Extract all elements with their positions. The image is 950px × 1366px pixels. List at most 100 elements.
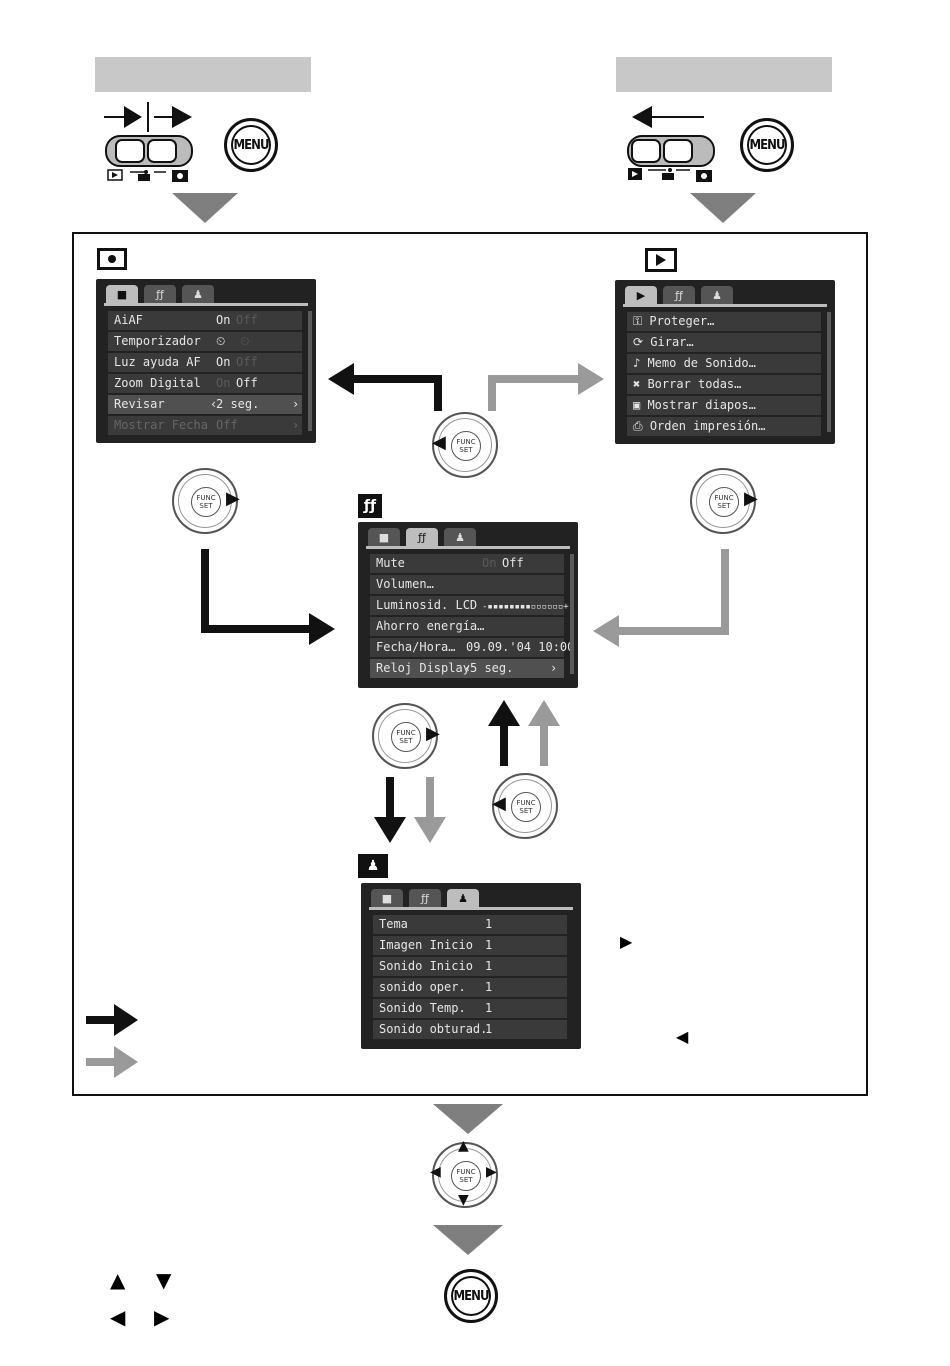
right-arrow-icon: ▶ xyxy=(154,1305,170,1329)
menu-row-temporizador[interactable]: Temporizador⏲⏲ xyxy=(108,332,302,351)
my-camera-tab[interactable]: ♟ xyxy=(182,285,214,303)
rotate-icon: ⟳ xyxy=(633,335,651,349)
camera-tab[interactable]: ■ xyxy=(106,285,138,303)
microphone-icon: ♪ xyxy=(633,356,648,370)
down-triangle-bottom-2 xyxy=(433,1225,503,1255)
right-arrow-icon: › xyxy=(292,397,300,411)
camera-mode-icon xyxy=(97,248,127,270)
print-icon: ⎙ xyxy=(633,419,650,433)
up-arrow-icon: ▲ xyxy=(458,1138,469,1154)
my-camera-icon: ♟ xyxy=(458,891,468,905)
left-arrow-icon: ◀ xyxy=(432,432,446,453)
menu-button-left[interactable]: MENU xyxy=(224,118,278,172)
down-triangle-left xyxy=(172,193,238,223)
right-arrow-icon: ▶ xyxy=(486,1164,497,1180)
down-arrow-icon: ▼ xyxy=(156,1268,172,1292)
mode-switch-left-diagram xyxy=(104,102,193,182)
left-arrow-icon: ‹ xyxy=(464,661,472,675)
setup-tab[interactable]: ƒƒ xyxy=(406,528,438,546)
menu-row-borrar-todas[interactable]: ✖ Borrar todas… xyxy=(627,375,821,394)
menu-row-mostrar-diapos[interactable]: ▣ Mostrar diapos… xyxy=(627,396,821,415)
key-icon: ⚿ xyxy=(633,314,650,328)
menu-row-sonido-obturad[interactable]: Sonido obturad.1 xyxy=(373,1020,567,1039)
wrench-icon: ƒƒ xyxy=(421,891,429,905)
menu-row-sonido-oper[interactable]: sonido oper.1 xyxy=(373,978,567,997)
menu-row-luminosid-lcd[interactable]: Luminosid. LCD -▪▪▪▪▪▪▪▪▫▫▫▫▫▫+ xyxy=(370,596,569,615)
camera-tab[interactable]: ■ xyxy=(371,889,403,907)
menu-row-sonido-temp[interactable]: Sonido Temp.1 xyxy=(373,999,567,1018)
left-arrow-icon: ◀ xyxy=(110,1305,126,1329)
slideshow-icon: ▣ xyxy=(633,398,648,412)
setup-tab[interactable]: ƒƒ xyxy=(144,285,176,303)
my-camera-menu-icon: ♟ xyxy=(358,854,388,878)
flow-arrow-right-to-setup xyxy=(593,549,729,647)
self-timer-custom-icon: ⏲ xyxy=(240,334,250,348)
camera-icon: ■ xyxy=(378,530,390,544)
flow-arrow-left-to-setup xyxy=(201,549,335,645)
playback-mode-icon xyxy=(645,248,677,272)
right-arrow-icon: ▶ xyxy=(744,488,758,509)
legend-arrows xyxy=(86,1004,138,1078)
camera-tab[interactable]: ■ xyxy=(368,528,400,546)
menu-row-memo-de-sonido[interactable]: ♪ Memo de Sonido… xyxy=(627,354,821,373)
setup-tab[interactable]: ƒƒ xyxy=(409,889,441,907)
down-triangle-bottom-1 xyxy=(433,1104,503,1134)
right-header-bar xyxy=(616,57,832,92)
menu-row-revisar[interactable]: Revisar‹2 seg.› xyxy=(108,395,302,414)
menu-row-orden-impresion[interactable]: ⎙ Orden impresión… xyxy=(627,417,821,436)
menu-row-volumen[interactable]: Volumen… xyxy=(370,575,564,594)
menu-row-ahorro-energia[interactable]: Ahorro energía… xyxy=(370,617,564,636)
left-arrow-icon: ◀ xyxy=(492,793,506,814)
trash-icon: ✖ xyxy=(633,377,648,391)
setup-tab[interactable]: ƒƒ xyxy=(663,286,695,304)
menu-row-fecha-hora[interactable]: Fecha/Hora…09.09.'04 10:00 xyxy=(370,638,574,657)
menu-row-proteger[interactable]: ⚿ Proteger… xyxy=(627,312,821,331)
flow-arrows-up xyxy=(488,700,560,766)
wrench-icon: ƒƒ xyxy=(418,530,426,544)
menu-diagram-frame xyxy=(72,232,868,1096)
my-camera-icon: ♟ xyxy=(712,288,722,302)
my-camera-tab[interactable]: ♟ xyxy=(444,528,476,546)
menu-button-bottom[interactable]: MENU xyxy=(444,1269,498,1323)
right-arrow-icon: › xyxy=(550,661,558,675)
left-header-bar xyxy=(95,57,311,92)
down-triangle-right xyxy=(690,193,756,223)
camera-icon: ■ xyxy=(116,287,128,301)
left-arrow-icon: ◀ xyxy=(676,1027,689,1046)
camera-icon: ■ xyxy=(381,891,393,905)
wrench-icon: ƒƒ xyxy=(675,288,683,302)
brightness-slider[interactable]: -▪▪▪▪▪▪▪▪▫▫▫▫▫▫+ xyxy=(482,602,569,612)
self-timer-icon: ⏲ xyxy=(216,334,226,348)
right-arrow-icon: › xyxy=(292,418,300,432)
menu-row-girar[interactable]: ⟳ Girar… xyxy=(627,333,821,352)
down-arrow-icon: ▼ xyxy=(458,1192,469,1208)
my-camera-icon: ♟ xyxy=(193,287,203,301)
up-arrow-icon: ▲ xyxy=(110,1268,126,1292)
my-camera-tab[interactable]: ♟ xyxy=(701,286,733,304)
left-arrow-icon: ◀ xyxy=(430,1164,441,1180)
menu-row-reloj-display[interactable]: Reloj Display‹5 seg.› xyxy=(370,659,564,678)
flow-arrows-down xyxy=(374,777,446,843)
playback-menu-screen: ▶ ƒƒ ♟ ⚿ Proteger… ⟳ Girar… ♪ Memo de So… xyxy=(615,280,835,444)
playback-tab[interactable]: ▶ xyxy=(625,286,657,304)
my-camera-icon: ♟ xyxy=(455,530,465,544)
menu-button-right[interactable]: MENU xyxy=(740,118,794,172)
my-camera-tab[interactable]: ♟ xyxy=(447,889,479,907)
